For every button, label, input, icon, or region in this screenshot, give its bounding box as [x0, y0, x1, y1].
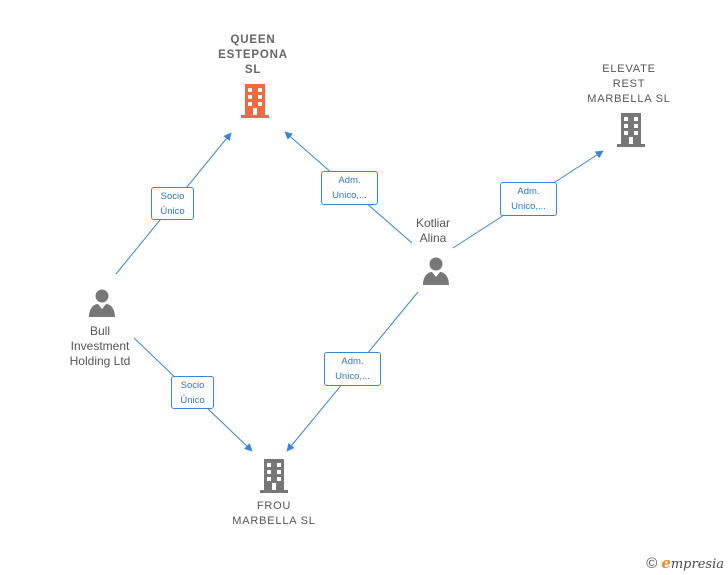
brand-watermark: © empresia	[646, 554, 724, 572]
edge-label-kotliar-to-queen[interactable]: Adm. Unico,...	[321, 171, 378, 205]
edge-label-kotliar-to-frou[interactable]: Adm. Unico,...	[324, 352, 381, 386]
node-label-elevate-rest: ELEVATE REST MARBELLA SL	[587, 63, 671, 105]
edge-label-bull-to-frou[interactable]: Socio Único	[171, 376, 214, 409]
edge-label-bull-to-queen[interactable]: Socio Único	[151, 187, 194, 220]
person-icon[interactable]	[87, 288, 117, 318]
person-icon[interactable]	[421, 256, 451, 286]
building-icon[interactable]	[615, 113, 647, 147]
copyright-icon: ©	[646, 554, 658, 572]
node-label-queen-estepona: QUEEN ESTEPONA SL	[218, 34, 288, 76]
building-icon[interactable]	[258, 459, 290, 493]
node-label-kotliar-alina: Kotliar Alina	[415, 216, 450, 245]
edge-label-kotliar-to-elevate[interactable]: Adm. Unico,...	[500, 182, 557, 216]
brand-logo: empresia	[661, 554, 724, 572]
node-label-bull-investment: Bull Investment Holding Ltd	[69, 324, 131, 368]
building-icon[interactable]	[239, 84, 271, 118]
node-label-frou-marbella: FROU MARBELLA SL	[232, 500, 316, 527]
